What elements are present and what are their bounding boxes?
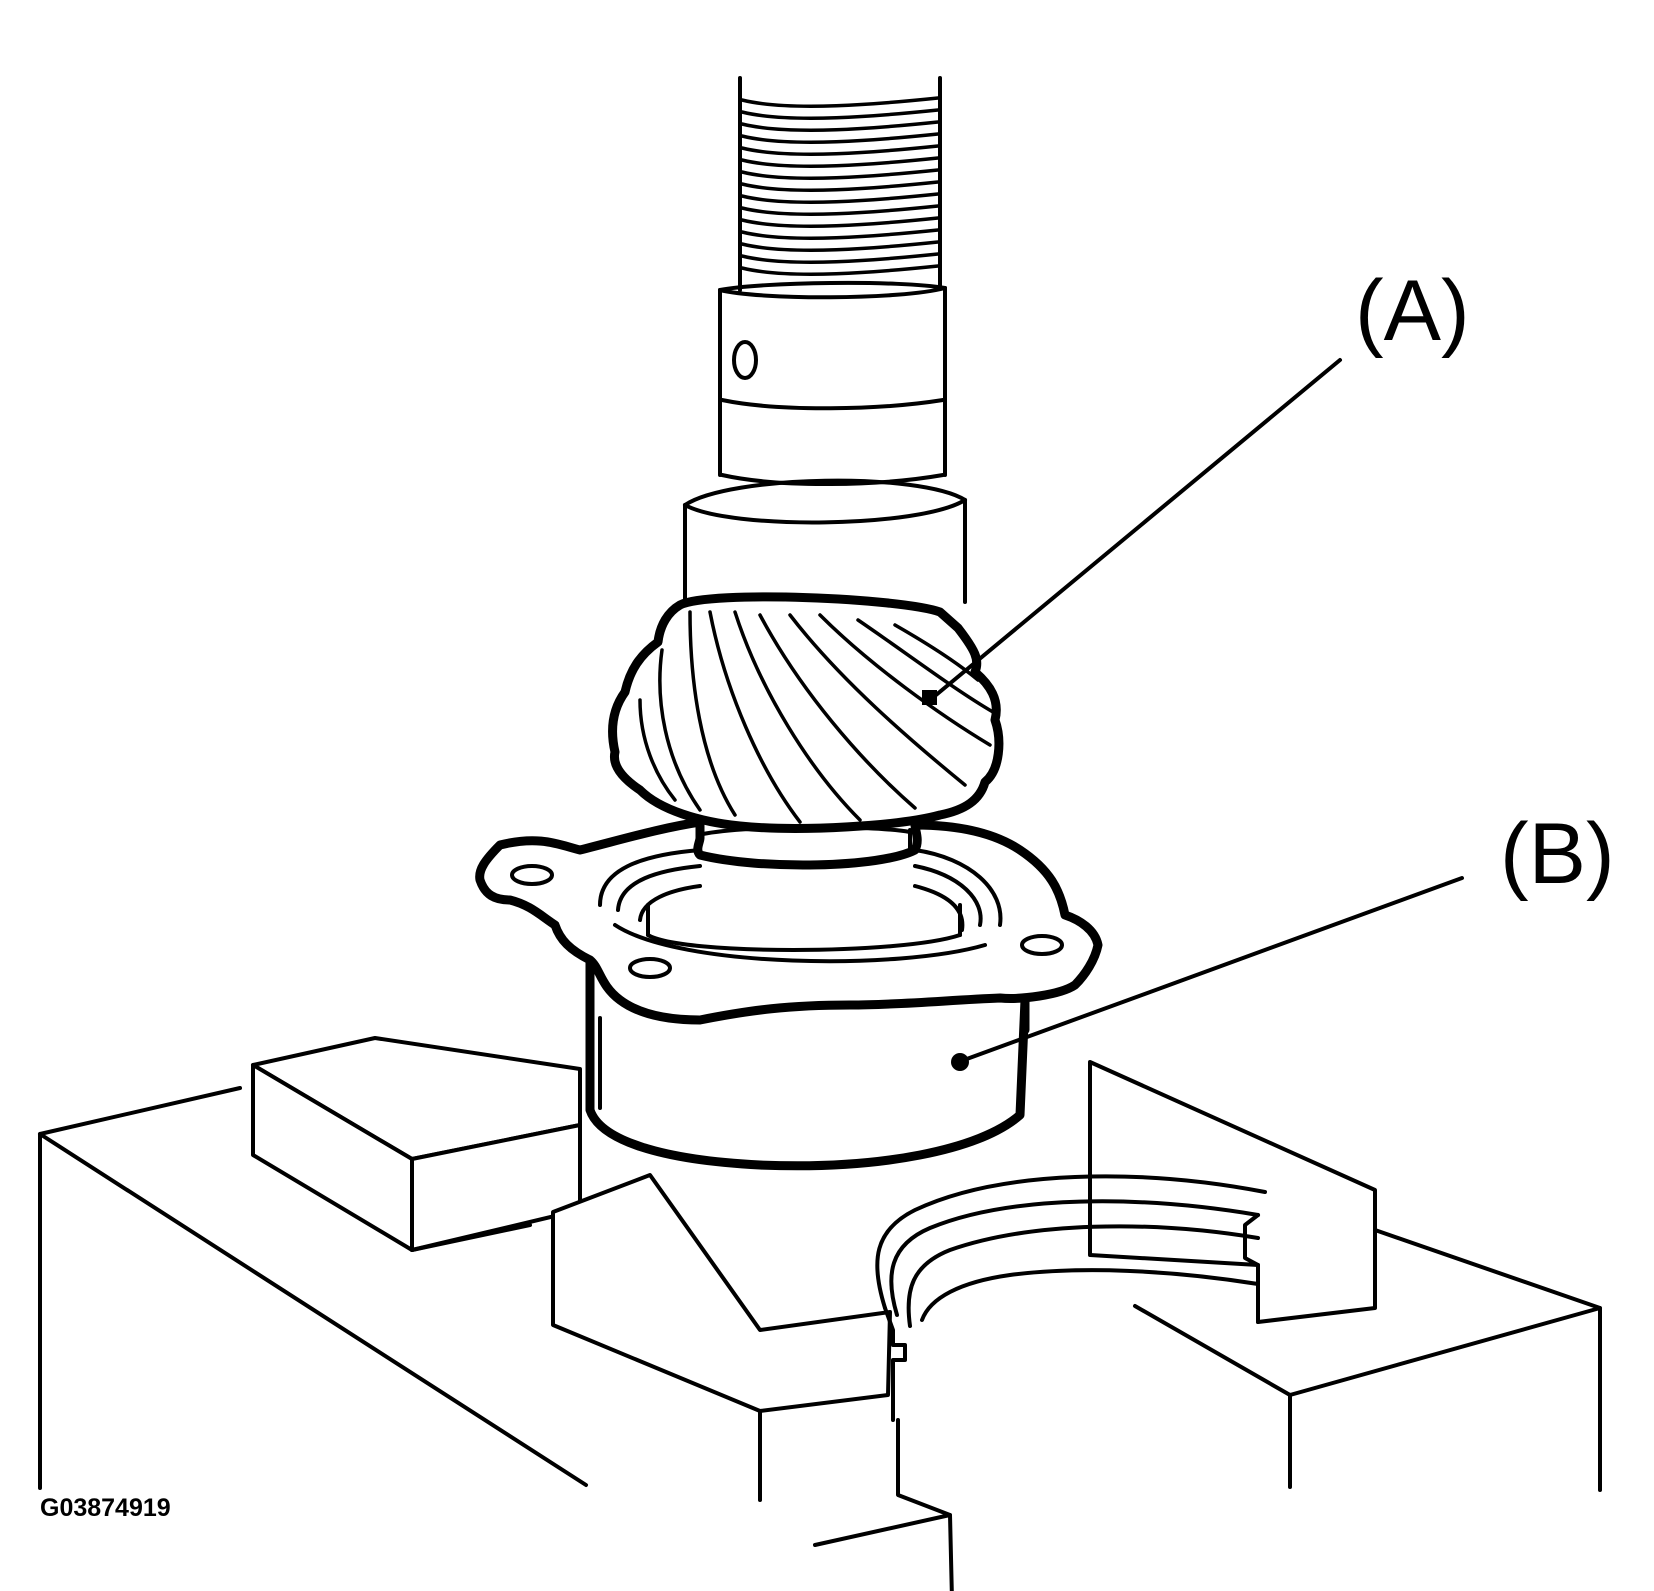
- flange-bolt-hole: [628, 957, 672, 979]
- callout-b-label: (B): [1500, 806, 1615, 902]
- press-base: [38, 1036, 1602, 1591]
- shaft-threads: [740, 96, 940, 276]
- threaded-shaft: [738, 76, 942, 292]
- shaft-hole: [732, 340, 758, 380]
- callout-b-leader: [951, 876, 1464, 1071]
- flange-bolt-hole: [510, 864, 554, 886]
- callout-a-leader: [922, 358, 1342, 705]
- figure-id: G03874919: [40, 1494, 171, 1522]
- bearing-flange: [475, 817, 1103, 1025]
- support-block-front: [551, 1060, 1602, 1591]
- callout-a-label: (A): [1355, 263, 1470, 359]
- bearing-seat-curve: [875, 1174, 1267, 1422]
- installer-tool: [585, 955, 1030, 1171]
- helical-pinion-gear: [607, 592, 1004, 833]
- upper-bearing-ring: [683, 478, 967, 604]
- support-block-rear-left: [251, 1036, 582, 1252]
- gear-teeth: [638, 610, 995, 824]
- flange-bolt-hole: [1020, 934, 1064, 956]
- shaft-collar: [718, 280, 947, 487]
